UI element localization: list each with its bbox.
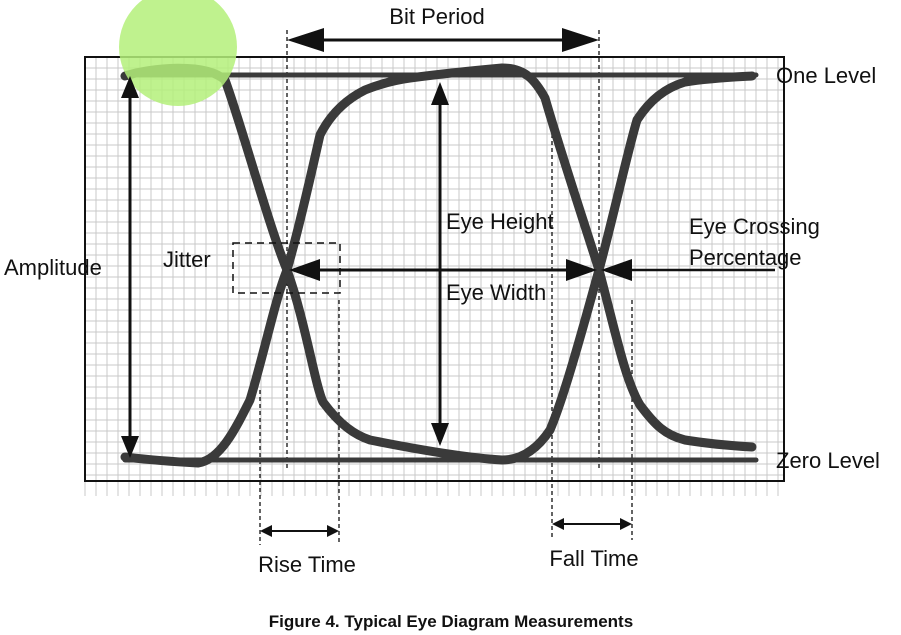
bit-period-arrowhead-left (287, 28, 324, 52)
trace-lower-left (120, 63, 757, 468)
rise-time-arrowhead-right (327, 525, 339, 537)
eye-traces (120, 63, 757, 468)
eye-height-label: Eye Height (446, 209, 554, 234)
figure-caption: Figure 4. Typical Eye Diagram Measuremen… (269, 612, 633, 631)
fall-time-arrow (552, 518, 632, 530)
zero-level-label: Zero Level (776, 448, 880, 473)
eye-crossing-pointer (601, 259, 775, 281)
jitter-label: Jitter (163, 247, 211, 272)
eye-width-arrow (289, 259, 597, 281)
rise-time-arrow (260, 525, 339, 537)
measurement-grid (84, 56, 784, 496)
eye-height-arrow (431, 82, 449, 446)
trace-upper-left (120, 63, 757, 465)
eye-crossing-label-line1: Eye Crossing (689, 214, 820, 239)
amplitude-label: Amplitude (4, 255, 102, 280)
amplitude-arrowhead-top (121, 76, 139, 98)
jitter-box (232, 242, 341, 294)
eye-width-arrowhead-right (566, 259, 597, 281)
rise-time-arrowhead-left (260, 525, 272, 537)
highlight-marker (119, 0, 237, 106)
bit-period-label: Bit Period (389, 4, 484, 29)
one-level-label: One Level (776, 63, 876, 88)
eye-crossing-arrowhead (601, 259, 632, 281)
amplitude-arrowhead-bottom (121, 436, 139, 458)
fall-time-label: Fall Time (549, 546, 638, 571)
amplitude-arrow (121, 76, 139, 458)
eye-width-arrowhead-left (289, 259, 320, 281)
eye-width-label: Eye Width (446, 280, 546, 305)
eye-height-arrowhead-top (431, 82, 449, 105)
eye-crossing-label-line2: Percentage (689, 245, 802, 270)
plot-frame (84, 56, 785, 482)
rise-time-label: Rise Time (258, 552, 356, 577)
eye-height-arrowhead-bottom (431, 423, 449, 446)
bit-period-arrowhead-right (562, 28, 599, 52)
fall-time-arrowhead-right (620, 518, 632, 530)
bit-period-arrow (287, 28, 599, 52)
fall-time-arrowhead-left (552, 518, 564, 530)
